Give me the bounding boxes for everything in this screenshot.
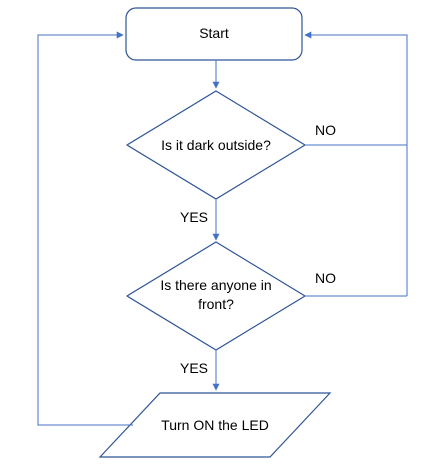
start-node[interactable] (125, 7, 303, 61)
connector-led-return (37, 31, 133, 426)
turn-on-led-node[interactable] (98, 392, 332, 458)
start-label: Start (199, 25, 229, 41)
anyone-label-line1: Is there anyone in (160, 277, 271, 293)
anyone-no-label: NO (315, 270, 336, 286)
anyone-label-line2: front? (198, 296, 234, 312)
dark-no-label: NO (315, 122, 336, 138)
anyone-yes-label: YES (180, 360, 208, 376)
dark-outside-label: Is it dark outside? (161, 137, 271, 153)
connector-no-return (304, 31, 408, 296)
dark-yes-label: YES (180, 209, 208, 225)
turn-on-led-label: Turn ON the LED (161, 417, 269, 433)
